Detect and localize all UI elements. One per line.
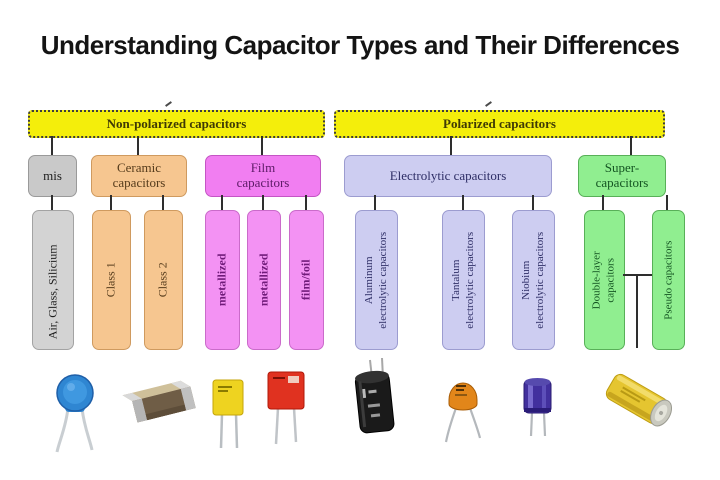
subtype-air-glass-silicium: Air, Glass, Silicium bbox=[32, 210, 74, 350]
connector-line bbox=[666, 195, 668, 210]
subtype-tantalum-electrolytic: Tantalum electrolytic capacitors bbox=[442, 210, 485, 350]
subtype-double-layer: Double-layer capacitors bbox=[584, 210, 625, 350]
subtype-pseudo-label: Pseudo capacitors bbox=[662, 240, 675, 320]
subtype-class-2: Class 2 bbox=[144, 210, 183, 350]
subtype-metallized-2-label: metallized bbox=[256, 253, 271, 307]
connector-line bbox=[636, 276, 638, 348]
page-title: Understanding Capacitor Types and Their … bbox=[40, 30, 680, 60]
connector-line bbox=[221, 195, 223, 210]
subtype-aluminum-line1: Aluminum bbox=[363, 256, 376, 304]
subtype-tantalum-line2: electrolytic capacitors bbox=[464, 231, 477, 329]
tantalum-capacitor-photo bbox=[444, 382, 482, 443]
subtype-pseudo: Pseudo capacitors bbox=[652, 210, 685, 350]
group-polarized-label: Polarized capacitors bbox=[443, 116, 556, 131]
subtype-film-foil-label: film/foil bbox=[298, 259, 313, 301]
tick-mark bbox=[485, 101, 492, 107]
subtype-class-1-label: Class 1 bbox=[103, 262, 118, 298]
category-ceramic: Ceramic capacitors bbox=[91, 155, 187, 197]
subtype-air-glass-silicium-label: Air, Glass, Silicium bbox=[45, 244, 60, 340]
niobium-electrolytic-capacitor-photo bbox=[523, 378, 552, 437]
subtype-metallized-2: metallized bbox=[247, 210, 281, 350]
connector-line bbox=[305, 195, 307, 210]
connector-line bbox=[162, 195, 164, 210]
connector-line bbox=[602, 195, 604, 210]
connector-line bbox=[51, 136, 53, 155]
connector-line bbox=[532, 195, 534, 210]
subtype-niobium-line2: electrolytic capacitors bbox=[534, 231, 547, 329]
subtype-tantalum-line1: Tantalum bbox=[450, 259, 463, 301]
connector-line bbox=[623, 274, 652, 276]
connector-line bbox=[261, 136, 263, 155]
group-polarized: Polarized capacitors bbox=[334, 110, 665, 138]
subtype-niobium-electrolytic: Niobium electrolytic capacitors bbox=[512, 210, 555, 350]
red-film-capacitor-photo bbox=[267, 371, 305, 445]
subtype-film-foil: film/foil bbox=[289, 210, 324, 350]
category-film: Film capacitors bbox=[205, 155, 321, 197]
subtype-aluminum-electrolytic: Aluminum electrolytic capacitors bbox=[355, 210, 398, 350]
connector-line bbox=[51, 195, 53, 210]
tick-mark bbox=[165, 101, 172, 107]
category-supercapacitors: Super-capacitors bbox=[578, 155, 666, 197]
mlcc-chip-capacitor-photo bbox=[122, 380, 196, 423]
category-film-label: Film capacitors bbox=[236, 160, 290, 190]
subtype-class-1: Class 1 bbox=[92, 210, 131, 350]
connector-line bbox=[110, 195, 112, 210]
category-electrolytic-label: Electrolytic capacitors bbox=[389, 167, 507, 183]
subtype-double-layer-line1: Double-layer bbox=[591, 250, 604, 310]
group-non-polarized: Non-polarized capacitors bbox=[28, 110, 325, 138]
category-electrolytic: Electrolytic capacitors bbox=[344, 155, 552, 197]
aluminum-electrolytic-capacitor-photo bbox=[354, 357, 395, 434]
connector-line bbox=[262, 195, 264, 210]
yellow-film-capacitor-photo bbox=[212, 379, 244, 449]
subtype-aluminum-line2: electrolytic capacitors bbox=[377, 231, 390, 329]
connector-line bbox=[630, 136, 632, 155]
category-supercapacitors-label: Super-capacitors bbox=[595, 160, 649, 190]
subtype-metallized-1: metallized bbox=[205, 210, 240, 350]
subtype-niobium-line1: Niobium bbox=[520, 260, 533, 300]
group-non-polarized-label: Non-polarized capacitors bbox=[106, 116, 247, 131]
category-ceramic-label: Ceramic capacitors bbox=[112, 160, 166, 190]
supercapacitor-photo bbox=[605, 373, 673, 427]
ceramic-disc-capacitor-photo bbox=[55, 374, 94, 453]
category-mis: mis bbox=[28, 155, 77, 197]
category-mis-label: mis bbox=[43, 167, 62, 183]
subtype-metallized-1-label: metallized bbox=[214, 253, 229, 307]
connector-line bbox=[450, 136, 452, 155]
connector-line bbox=[462, 195, 464, 210]
subtype-double-layer-line2: capacitors bbox=[605, 257, 618, 303]
connector-line bbox=[137, 136, 139, 155]
connector-line bbox=[374, 195, 376, 210]
subtype-class-2-label: Class 2 bbox=[155, 262, 170, 298]
